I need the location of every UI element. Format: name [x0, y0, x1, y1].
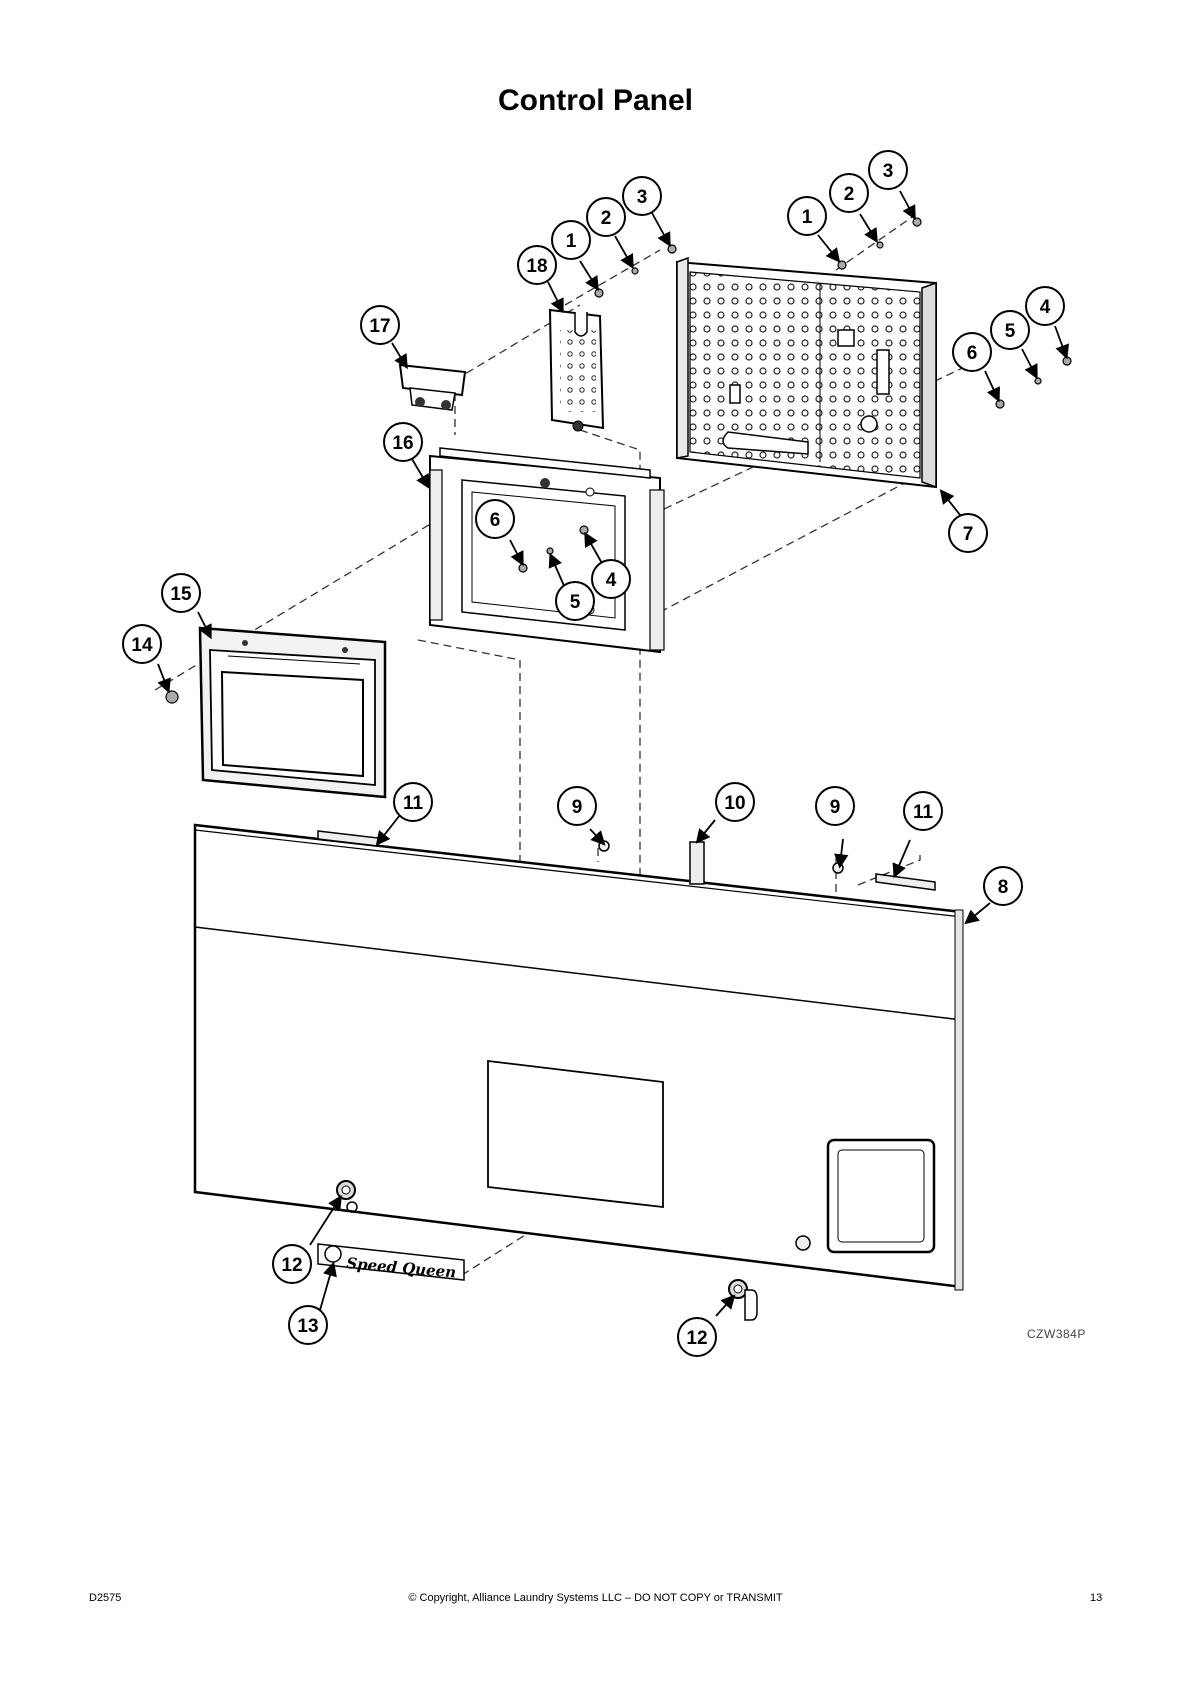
callout-5b: 5: [555, 581, 595, 621]
callout-circle: [122, 624, 162, 664]
callout-label: 12: [281, 1255, 302, 1276]
callout-9b: 9: [815, 786, 855, 826]
page-number: 13: [1090, 1592, 1103, 1604]
callout-label: 17: [369, 316, 390, 337]
callout-label: 1: [802, 207, 813, 228]
callout-circle: [272, 1244, 312, 1284]
callout-circle: [715, 782, 755, 822]
callout-label: 14: [131, 635, 153, 656]
callout-8: 8: [983, 866, 1023, 906]
callout-circle: [815, 786, 855, 826]
callout-10: 10: [715, 782, 755, 822]
callout-circle: [952, 332, 992, 372]
callout-circle: [383, 422, 423, 462]
lock-part-12b: [728, 1279, 758, 1321]
callout-7: 7: [948, 513, 988, 553]
callout-circle: [829, 173, 869, 213]
callout-11a: 11: [393, 782, 433, 822]
callout-label: 11: [403, 793, 424, 814]
callout-6a: 6: [952, 332, 992, 372]
callout-11b: 11: [903, 791, 943, 831]
document-id: D2575: [89, 1592, 122, 1604]
callout-circle: [551, 220, 591, 260]
mounting-plate-part-7: [676, 256, 937, 489]
copyright-notice: © Copyright, Alliance Laundry Systems LL…: [408, 1592, 783, 1604]
callout-label: 18: [526, 256, 547, 277]
callout-circle: [903, 791, 943, 831]
callout-18: 18: [517, 245, 557, 285]
logo-badge-part-13: Speed Queen: [317, 1243, 465, 1282]
display-part-15: [198, 626, 387, 799]
callout-label: 6: [490, 510, 501, 531]
callout-circle: [393, 782, 433, 822]
bracket-part-18: [548, 308, 605, 432]
callout-circle: [677, 1317, 717, 1357]
callout-1a: 1: [551, 220, 591, 260]
callout-label: 11: [913, 802, 934, 823]
callout-circle: [555, 581, 595, 621]
callout-3b: 3: [868, 150, 908, 190]
callout-label: 2: [601, 208, 612, 229]
callout-label: 9: [572, 797, 583, 818]
callout-label: 3: [637, 187, 648, 208]
callout-14: 14: [122, 624, 162, 664]
callout-16: 16: [383, 422, 423, 462]
callout-label: 8: [998, 877, 1009, 898]
figure-code: CZW384P: [1027, 1327, 1086, 1341]
callout-4b: 4: [591, 559, 631, 599]
callout-12a: 12: [272, 1244, 312, 1284]
page-title: Control Panel: [497, 84, 693, 117]
leader-arrows: [157, 190, 1070, 1317]
callout-label: 10: [724, 793, 745, 814]
callout-circle: [161, 573, 201, 613]
callout-circle: [557, 786, 597, 826]
callout-circle: [517, 245, 557, 285]
callout-label: 7: [963, 524, 974, 545]
callout-4a: 4: [1025, 286, 1065, 326]
callout-label: 15: [170, 584, 192, 605]
callout-label: 16: [392, 433, 413, 454]
callout-5a: 5: [990, 310, 1030, 350]
callout-1b: 1: [787, 196, 827, 236]
control-panel-part-8: [193, 823, 964, 1291]
callout-2b: 2: [829, 173, 869, 213]
callout-circle: [868, 150, 908, 190]
callout-circle: [622, 176, 662, 216]
callout-label: 13: [297, 1316, 318, 1337]
callout-17: 17: [360, 305, 400, 345]
callout-15: 15: [161, 573, 201, 613]
callout-circle: [787, 196, 827, 236]
callout-label: 5: [1005, 321, 1016, 342]
callout-circle: [288, 1305, 328, 1345]
callout-2a: 2: [586, 197, 626, 237]
callout-label: 12: [686, 1328, 707, 1349]
callout-circle: [591, 559, 631, 599]
callout-circle: [475, 499, 515, 539]
callout-label: 4: [606, 570, 617, 591]
callout-circle: [586, 197, 626, 237]
lock-part-12a: [336, 1180, 356, 1200]
callout-12b: 12: [677, 1317, 717, 1357]
callout-label: 4: [1040, 297, 1051, 318]
callout-label: 5: [570, 592, 581, 613]
callout-label: 3: [883, 161, 894, 182]
callout-circle: [360, 305, 400, 345]
callout-label: 2: [844, 184, 855, 205]
callout-circle: [990, 310, 1030, 350]
callout-circle: [983, 866, 1023, 906]
callout-9a: 9: [557, 786, 597, 826]
callout-circle: [948, 513, 988, 553]
callout-13: 13: [288, 1305, 328, 1345]
angle-bracket-part-17: [398, 363, 467, 411]
callout-label: 9: [830, 797, 841, 818]
callout-label: 6: [967, 343, 978, 364]
callout-6b: 6: [475, 499, 515, 539]
callout-3a: 3: [622, 176, 662, 216]
callout-circle: [1025, 286, 1065, 326]
callout-label: 1: [566, 231, 577, 252]
